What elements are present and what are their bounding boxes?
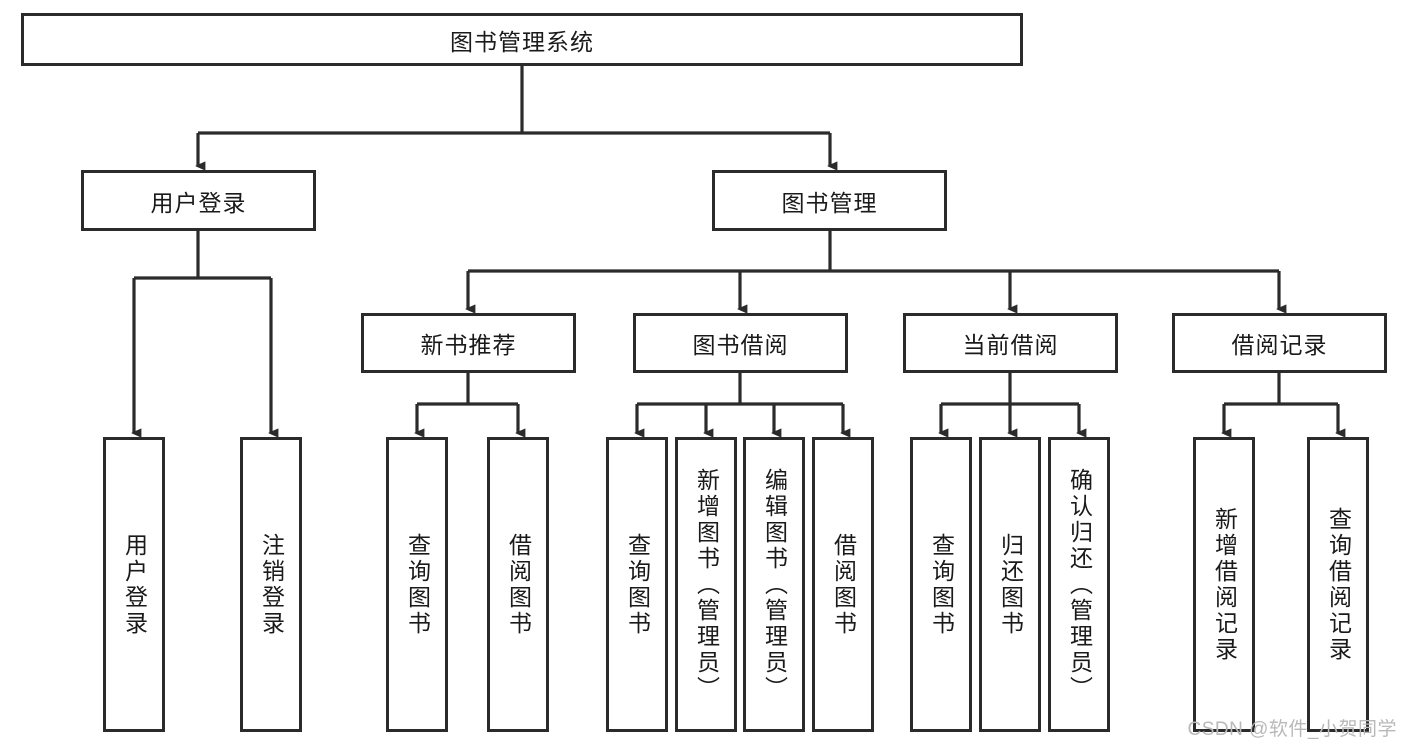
leaf-user-login[interactable]: 用户登录 <box>103 437 165 732</box>
leaf-edit-book-admin[interactable]: 编辑图书（管理员） <box>743 437 805 732</box>
leaf-label: 查询图书 <box>404 532 431 637</box>
leaf-label: 查询图书 <box>928 532 955 637</box>
leaf-label: 编辑图书（管理员） <box>761 467 788 702</box>
node-label: 图书管理系统 <box>450 28 594 55</box>
leaf-label: 借阅图书 <box>830 532 857 637</box>
node-borrow-record[interactable]: 借阅记录 <box>1172 313 1387 373</box>
leaf-label: 用户登录 <box>121 532 148 637</box>
leaf-label: 查询图书 <box>624 532 651 637</box>
node-label: 图书借阅 <box>692 332 789 358</box>
leaf-label: 借阅图书 <box>505 532 532 637</box>
leaf-query-book-new[interactable]: 查询图书 <box>386 437 448 732</box>
node-current-borrow[interactable]: 当前借阅 <box>903 313 1118 373</box>
leaf-query-borrow-record[interactable]: 查询借阅记录 <box>1307 437 1369 732</box>
node-label: 新书推荐 <box>420 332 517 358</box>
node-label: 用户登录 <box>150 189 247 216</box>
leaf-label: 归还图书 <box>997 532 1024 637</box>
node-new-book-recommend[interactable]: 新书推荐 <box>361 313 576 373</box>
node-book-borrow[interactable]: 图书借阅 <box>633 313 848 373</box>
node-book-manage[interactable]: 图书管理 <box>712 170 947 231</box>
leaf-confirm-return-admin[interactable]: 确认归还（管理员） <box>1048 437 1110 732</box>
node-user-login[interactable]: 用户登录 <box>81 170 316 231</box>
leaf-query-book-current[interactable]: 查询图书 <box>910 437 972 732</box>
leaf-user-logout[interactable]: 注销登录 <box>240 437 302 732</box>
leaf-borrow-book[interactable]: 借阅图书 <box>812 437 874 732</box>
leaf-label: 新增图书（管理员） <box>693 467 720 702</box>
node-book-management-system[interactable]: 图书管理系统 <box>21 13 1023 66</box>
leaf-label: 确认归还（管理员） <box>1066 467 1093 702</box>
watermark-text: CSDN @软件_小贺同学 <box>1187 719 1397 740</box>
node-label: 当前借阅 <box>962 332 1059 358</box>
node-label: 图书管理 <box>781 189 878 216</box>
leaf-label: 注销登录 <box>258 532 285 637</box>
leaf-add-borrow-record[interactable]: 新增借阅记录 <box>1193 437 1255 732</box>
leaf-add-book-admin[interactable]: 新增图书（管理员） <box>675 437 737 732</box>
leaf-label: 查询借阅记录 <box>1325 506 1352 663</box>
node-label: 借阅记录 <box>1231 332 1328 358</box>
leaf-query-book-borrow[interactable]: 查询图书 <box>606 437 668 732</box>
leaf-label: 新增借阅记录 <box>1211 506 1238 663</box>
leaf-return-book[interactable]: 归还图书 <box>979 437 1041 732</box>
leaf-borrow-book-new[interactable]: 借阅图书 <box>487 437 549 732</box>
